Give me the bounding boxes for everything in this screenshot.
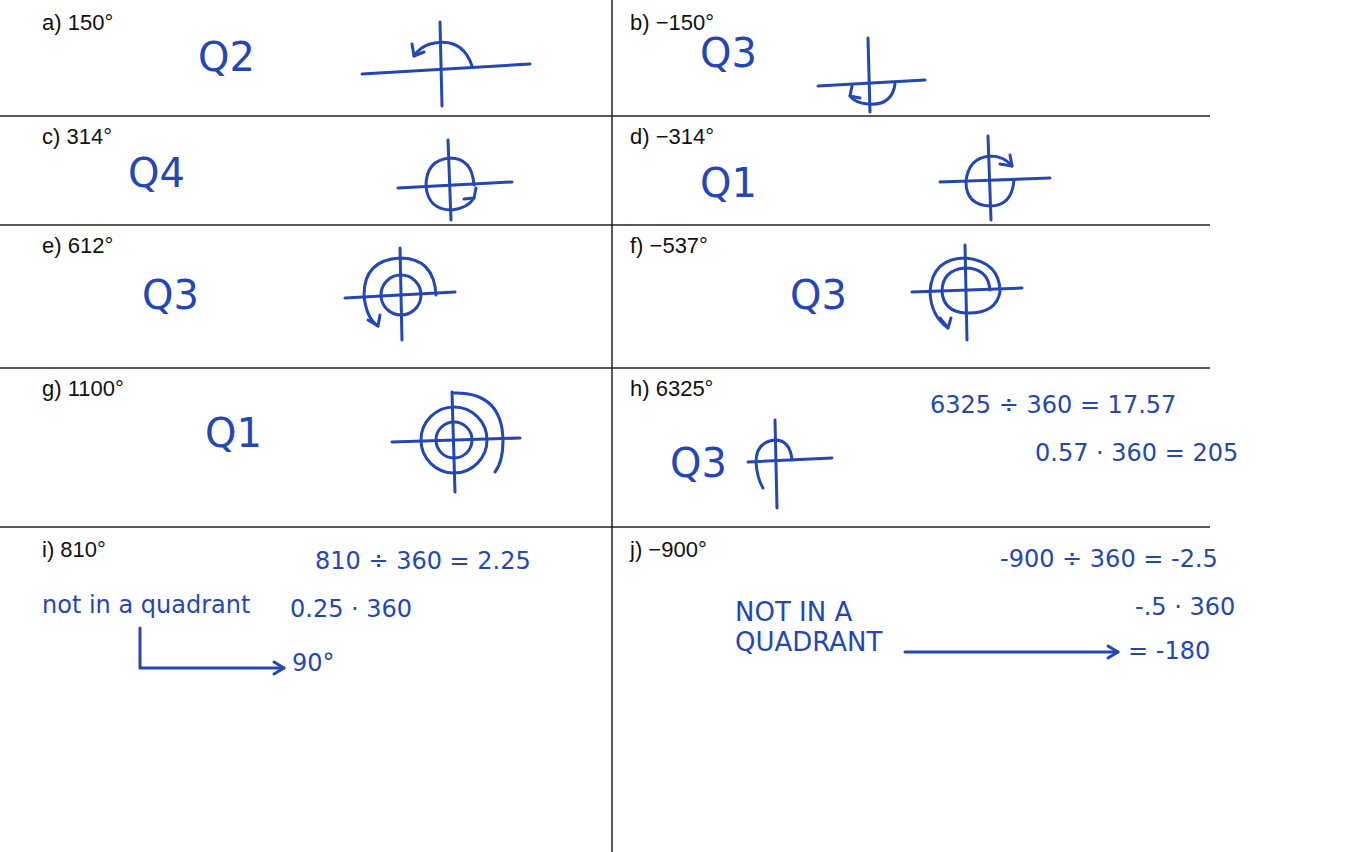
angle-sketch — [912, 245, 1022, 340]
handwritten-work: -900 ÷ 360 = -2.5 — [1000, 546, 1218, 574]
work-arrow — [905, 646, 1118, 658]
item-label: f) −537° — [630, 233, 708, 258]
angle-sketch — [748, 420, 832, 508]
handwritten-work: not in a quadrant — [42, 592, 250, 620]
handwritten-answer: Q2 — [198, 34, 255, 80]
handwritten-answer: Q3 — [142, 272, 199, 318]
column-divider — [611, 0, 613, 852]
row-rule — [0, 526, 1210, 528]
handwritten-answer: Q3 — [670, 440, 727, 486]
handwritten-answer: Q4 — [128, 150, 185, 196]
angle-sketch — [940, 136, 1050, 220]
item-label: g) 1100° — [42, 376, 124, 401]
handwritten-work: NOT IN A QUADRANT — [735, 598, 900, 658]
row-rule — [0, 115, 1210, 117]
row-rule — [0, 224, 1210, 226]
handwritten-answer: Q1 — [205, 410, 262, 456]
work-arrow — [140, 628, 284, 674]
item-label: c) 314° — [42, 124, 112, 149]
handwritten-sketches — [140, 22, 1118, 674]
table-rules — [0, 0, 1210, 852]
angle-sketch — [345, 248, 455, 340]
item-label: i) 810° — [42, 537, 106, 562]
item-label: d) −314° — [630, 124, 714, 149]
handwritten-work: 0.25 · 360 — [290, 596, 412, 624]
item-label: h) 6325° — [630, 376, 713, 401]
row-rule — [0, 367, 1210, 369]
handwritten-work: 90° — [292, 650, 335, 678]
angle-sketch — [362, 22, 530, 106]
handwritten-answer: Q3 — [790, 272, 847, 318]
handwritten-answer: Q1 — [700, 160, 757, 206]
angle-sketch — [818, 38, 925, 112]
handwritten-work: -.5 · 360 — [1135, 594, 1235, 622]
handwritten-answer: Q3 — [700, 30, 757, 76]
handwritten-work: 0.57 · 360 = 205 — [1035, 440, 1238, 468]
handwritten-work: 6325 ÷ 360 = 17.57 — [930, 392, 1176, 420]
item-label: a) 150° — [42, 10, 113, 35]
item-label: e) 612° — [42, 233, 113, 258]
handwritten-work: 810 ÷ 360 = 2.25 — [315, 548, 531, 576]
angle-sketch — [392, 392, 520, 492]
item-label: j) −900° — [630, 537, 707, 562]
angle-sketch — [398, 140, 512, 220]
handwritten-work: = -180 — [1128, 638, 1210, 666]
